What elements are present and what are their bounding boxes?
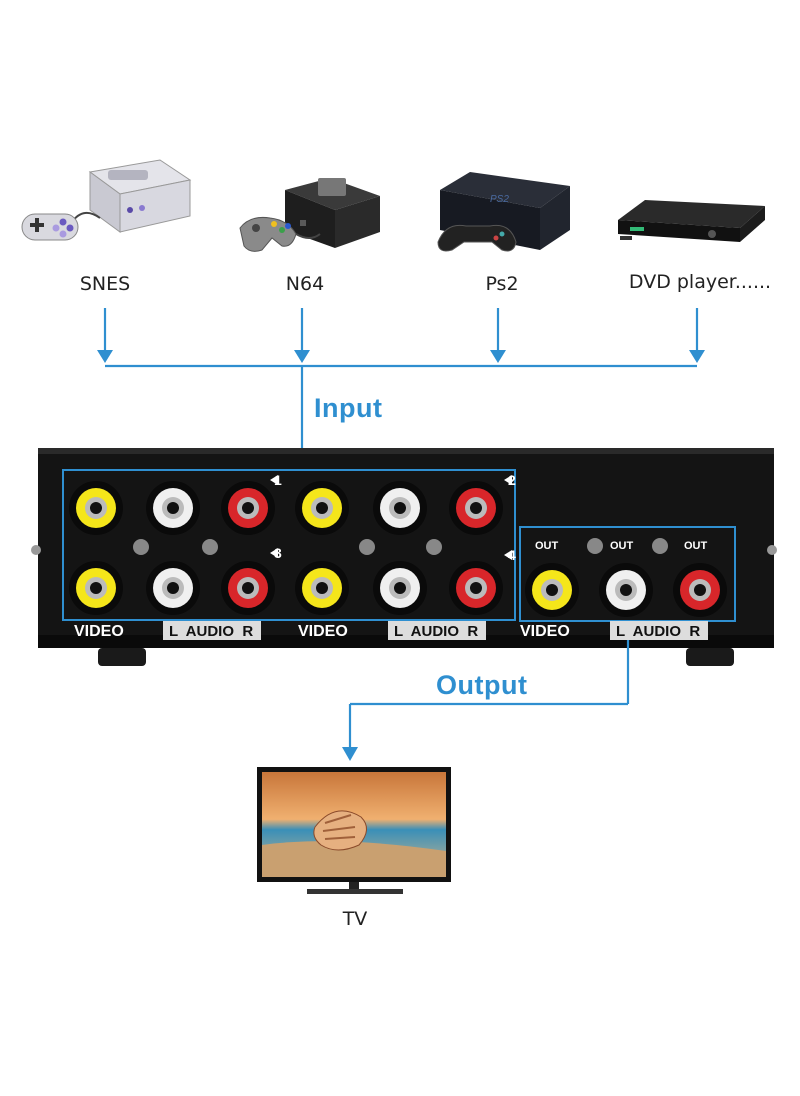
n64-console-icon (239, 178, 380, 252)
input-ports-outline (62, 469, 516, 621)
input-label: Input (314, 393, 383, 423)
video-label-out: VIDEO (520, 623, 570, 640)
output-video-jack (525, 563, 579, 617)
input-2-video-jack (295, 481, 349, 535)
switch-box-body (38, 448, 774, 648)
out-label-right: OUT (684, 540, 708, 552)
av-switch-box: 1 2 3 4 OUT OUT OUT VIDEO L AUDIO R VIDE… (31, 448, 777, 666)
device-label-snes: SNES (79, 273, 131, 295)
input-3-video-jack (69, 561, 123, 615)
input-3-audio-l-jack (146, 561, 200, 615)
device-label-n64: N64 (285, 273, 325, 295)
output-connector-line (342, 640, 630, 761)
video-label-1: VIDEO (74, 623, 124, 640)
devices-row: PS2 (21, 159, 765, 252)
input-1-audio-r-jack (221, 481, 275, 535)
device-label-dvd: DVD player...... (628, 271, 772, 293)
snes-console-icon (21, 159, 192, 241)
output-audio-l-jack (599, 563, 653, 617)
side-screw-left (31, 545, 41, 555)
device-label-ps2: Ps2 (485, 273, 519, 295)
foot-left (98, 648, 146, 666)
audio-label-out: L AUDIO R (616, 623, 700, 640)
input-4-audio-r-jack (449, 561, 503, 615)
panel-screws (133, 538, 668, 555)
input-2-audio-l-jack (373, 481, 427, 535)
dvd-player-icon (618, 200, 765, 242)
input-2-audio-r-jack (449, 481, 503, 535)
audio-label-1: L AUDIO R (169, 623, 253, 640)
tv-label: TV (342, 908, 368, 930)
out-label-left: OUT (610, 540, 634, 552)
audio-label-2: L AUDIO R (394, 623, 478, 640)
ps2-console-icon: PS2 (437, 172, 570, 252)
input-1-audio-l-jack (146, 481, 200, 535)
svg-text:PS2: PS2 (490, 194, 509, 205)
input-4-audio-l-jack (373, 561, 427, 615)
side-screw-right (767, 545, 777, 555)
tv-icon (257, 767, 451, 894)
output-audio-r-jack (673, 563, 727, 617)
video-label-2: VIDEO (298, 623, 348, 640)
input-3-audio-r-jack (221, 561, 275, 615)
output-label: Output (436, 670, 528, 700)
input-1-video-jack (69, 481, 123, 535)
input-4-video-jack (295, 561, 349, 615)
foot-right (686, 648, 734, 666)
out-label-video: OUT (535, 540, 559, 552)
